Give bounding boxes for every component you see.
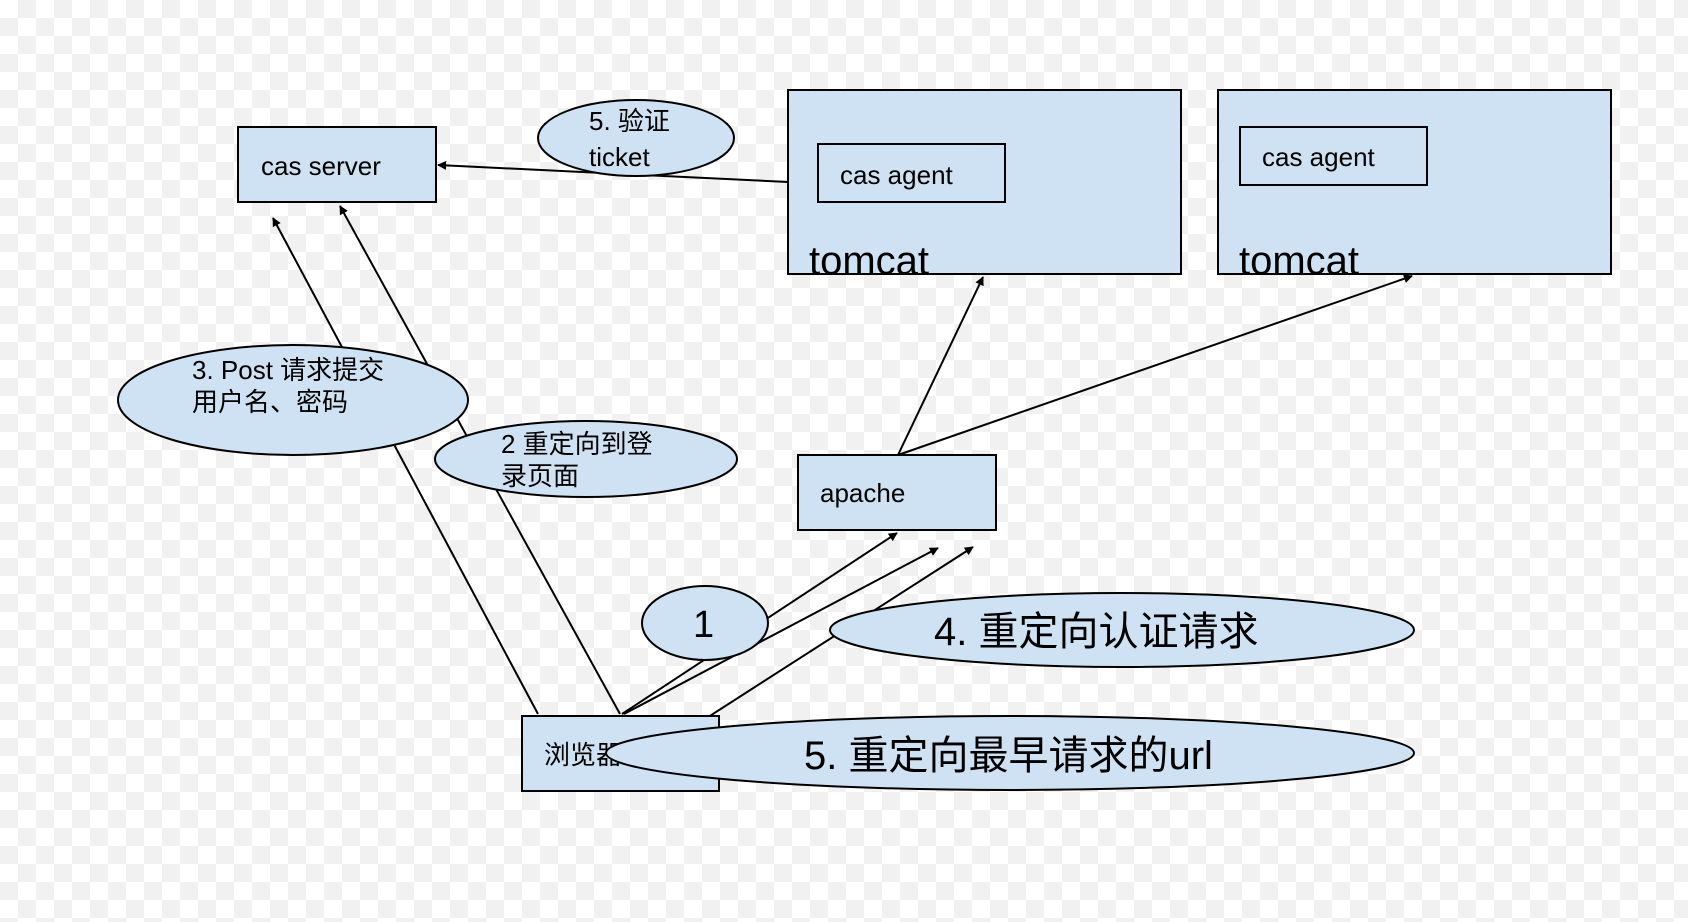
tomcat-left-label: tomcat [809,239,929,283]
apache-node: apache [797,454,997,531]
tomcat-right-agent-label: cas agent [1262,142,1376,172]
redirect-auth-text: 4. 重定向认证请求 [934,610,1258,654]
validate-ticket-line-1: 5. 验证 [589,106,670,136]
label-redirect-login: 2 重定向到登 录页面 [434,420,738,498]
label-step-one: 1 [641,585,769,661]
label-post-credentials: 3. Post 请求提交 用户名、密码 [117,344,469,456]
label-validate-ticket: 5. 验证 ticket [537,99,735,177]
label-redirect-auth: 4. 重定向认证请求 [829,592,1415,668]
tomcat-right-node: cas agent tomcat [1217,89,1612,283]
label-redirect-original: 5. 重定向最早请求的url [605,715,1415,791]
tomcat-left-agent-label: cas agent [840,160,954,190]
edge-apache-to-tomcat-right [897,274,1413,456]
redirect-login-line-1: 2 重定向到登 [501,429,653,459]
redirect-login-line-2: 录页面 [501,461,579,491]
edge-apache-to-tomcat-left [897,276,984,456]
apache-label: apache [820,478,905,508]
post-credentials-line-2: 用户名、密码 [192,387,348,417]
step-one-text: 1 [693,604,714,646]
edge-browser-to-cas-server-post [272,217,539,715]
cas-server-node: cas server [237,126,437,203]
cas-server-label: cas server [261,151,381,181]
tomcat-left-node: cas agent tomcat [787,89,1182,283]
edge-browser-to-apache-5 [659,546,974,749]
edge-browser-to-apache-4 [623,547,939,715]
validate-ticket-line-2: ticket [589,142,650,172]
tomcat-right-label: tomcat [1239,239,1359,283]
redirect-original-text: 5. 重定向最早请求的url [804,734,1213,778]
post-credentials-line-1: 3. Post 请求提交 [192,355,384,385]
